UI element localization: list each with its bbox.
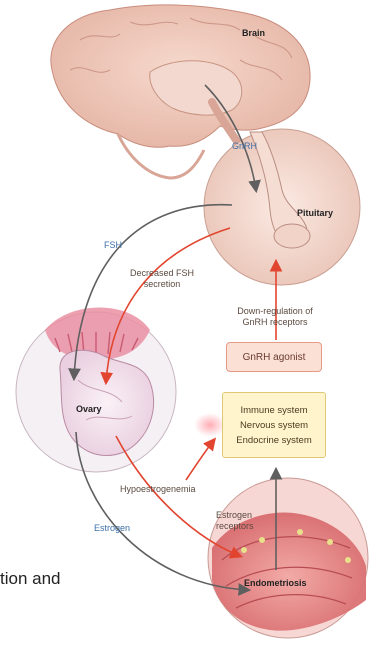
pituitary-label: Pituitary <box>297 208 333 219</box>
estrogen-label: Estrogen <box>94 523 130 534</box>
downregulation-line1: Down-regulation of <box>220 306 330 317</box>
downregulation-label: Down-regulation of GnRH receptors <box>220 306 330 328</box>
gnrh-agonist-box: GnRH agonist <box>226 342 322 372</box>
hypoestrogenemia-label: Hypoestrogenemia <box>120 484 196 495</box>
ovary-label: Ovary <box>76 404 102 415</box>
hypoestrogen-to-systems-arrow <box>186 440 214 480</box>
decreased-fsh-line2: secretion <box>112 279 212 290</box>
decreased-fsh-label: Decreased FSH secretion <box>112 268 212 290</box>
fsh-label: FSH <box>104 240 122 251</box>
gnrh-label: GnRH <box>232 141 257 152</box>
endocrine-system-label: Endocrine system <box>236 433 312 448</box>
body-systems-box: Immune system Nervous system Endocrine s… <box>222 392 326 458</box>
estrogen-receptors-line2: receptors <box>216 521 254 532</box>
endometriosis-label: Endometriosis <box>244 578 307 589</box>
ovary-illustration <box>16 308 176 473</box>
pituitary-illustration <box>204 129 360 285</box>
brain-label: Brain <box>242 28 265 39</box>
immune-system-label: Immune system <box>240 403 307 418</box>
endometriosis-illustration <box>208 478 368 638</box>
estrogen-receptors-line1: Estrogen <box>216 510 254 521</box>
estrogen-receptors-label: Estrogen receptors <box>216 510 254 532</box>
nervous-system-label: Nervous system <box>240 418 308 433</box>
downregulation-line2: GnRH receptors <box>220 317 330 328</box>
decreased-fsh-line1: Decreased FSH <box>112 268 212 279</box>
caption-text: tion and <box>0 569 61 589</box>
